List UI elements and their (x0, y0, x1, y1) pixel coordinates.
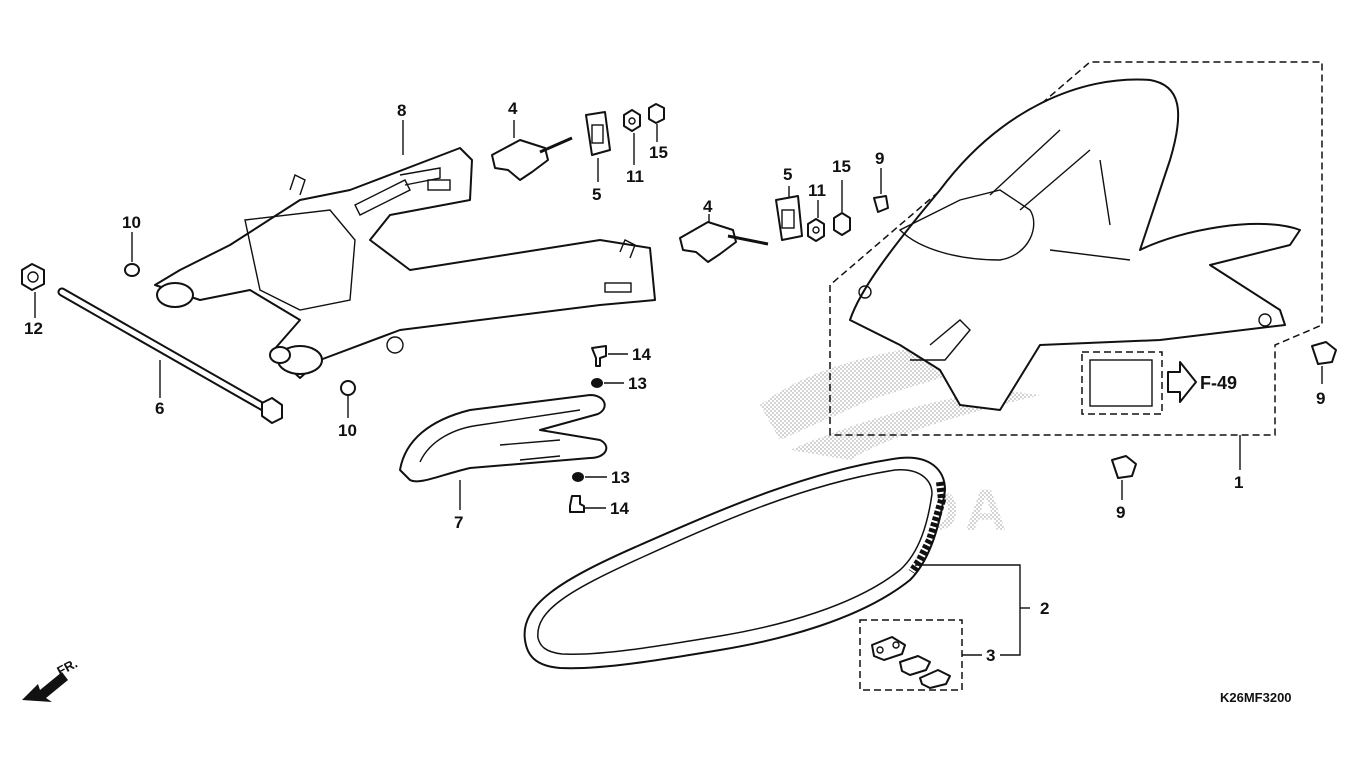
callout-4a: 4 (508, 99, 518, 118)
screw-14-upper: 14 (591, 345, 651, 367)
reference-label: F-49 (1200, 373, 1237, 393)
callout-1: 1 (1234, 473, 1243, 492)
callout-2: 2 (1040, 599, 1049, 618)
drive-chain: 2 (523, 456, 1049, 670)
bolt-9-top: 9 (873, 149, 889, 213)
callout-7: 7 (454, 513, 463, 532)
nut-15-upper: 15 (648, 103, 668, 162)
callout-11a: 11 (626, 167, 644, 186)
nut-11-upper: 11 (623, 109, 644, 186)
callout-13a: 13 (628, 374, 647, 393)
callout-9c: 9 (1116, 503, 1125, 522)
collar-left: 10 (122, 213, 141, 277)
callout-10a: 10 (122, 213, 141, 232)
callout-9a: 9 (875, 149, 884, 168)
nut-11-lower: 11 (807, 181, 826, 242)
callout-15b: 15 (832, 157, 851, 176)
front-direction-arrow: FR. (22, 656, 80, 702)
chain-adjuster-upper: 4 (491, 99, 573, 181)
callout-4b: 4 (703, 197, 713, 216)
callout-5a: 5 (592, 185, 601, 204)
callout-13b: 13 (611, 468, 630, 487)
nut-15-lower: 15 (832, 157, 851, 236)
adjuster-plate-lower: 5 (775, 165, 803, 241)
master-link-kit: 3 (859, 619, 995, 691)
callout-6: 6 (155, 399, 164, 418)
callout-9b: 9 (1316, 389, 1325, 408)
collar-right: 10 (338, 380, 357, 440)
callout-15a: 15 (649, 143, 668, 162)
chain-slider: 7 (399, 394, 608, 532)
callout-3: 3 (986, 646, 995, 665)
callout-14b: 14 (610, 499, 629, 518)
pivot-bolt: 6 (57, 287, 283, 424)
bolt-9-lower: 9 (1111, 455, 1137, 522)
diagram-code: K26MF3200 (1220, 690, 1292, 705)
pivot-nut: 12 (21, 263, 45, 338)
screw-14-lower: 14 (569, 495, 629, 518)
washer-13-upper: 13 (591, 374, 647, 393)
washer-13-lower: 13 (572, 468, 630, 487)
callout-14a: 14 (632, 345, 651, 364)
adjuster-plate-upper: 5 (585, 111, 611, 204)
callout-11b: 11 (808, 181, 826, 200)
callout-8: 8 (397, 101, 406, 120)
swingarm: 8 (154, 101, 656, 379)
rear-fender: F-49 1 (829, 61, 1323, 492)
callout-5b: 5 (783, 165, 792, 184)
callout-10b: 10 (338, 421, 357, 440)
bolt-9-right: 9 (1311, 341, 1337, 408)
chain-adjuster-lower: 4 (679, 197, 769, 263)
callout-12: 12 (24, 319, 43, 338)
